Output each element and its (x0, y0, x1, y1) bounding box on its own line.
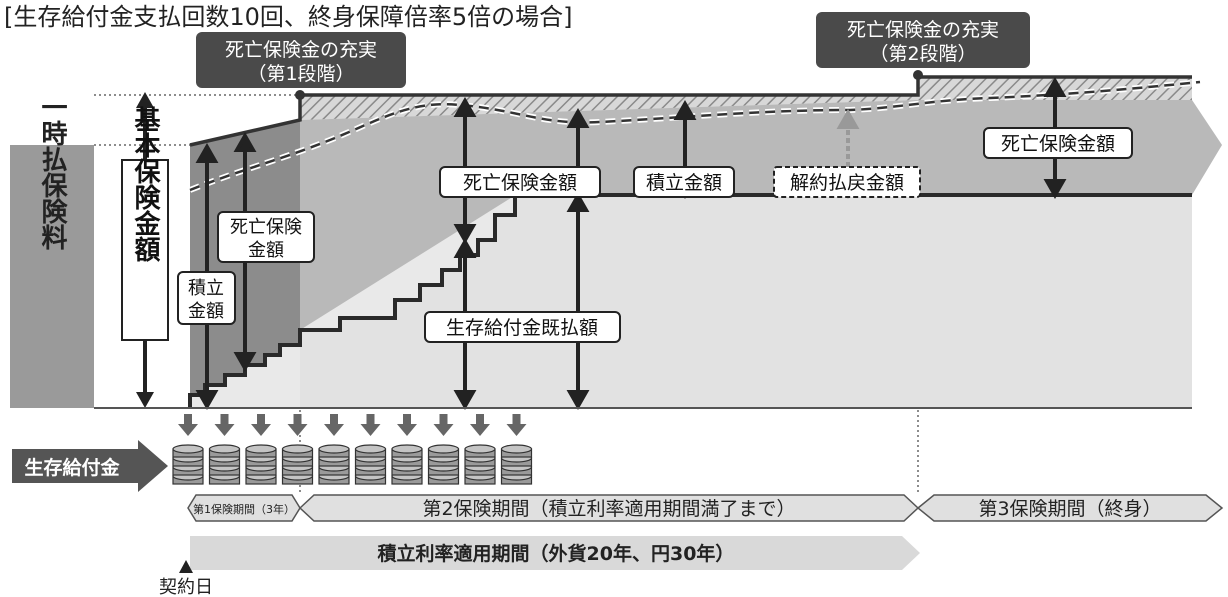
death-benefit-line (189, 75, 1192, 147)
rate-period-bar (190, 536, 920, 570)
payment-arrow-icon (397, 414, 417, 436)
coin-stack-icon (208, 444, 241, 485)
accumulation-small-box (177, 271, 236, 325)
stage1-line2: （第1段階） (247, 63, 354, 85)
death-benefit-small-line1: 死亡保険 (230, 217, 302, 238)
payment-arrow-icon (470, 414, 490, 436)
payment-arrow-icon (433, 414, 454, 436)
base-amount-label: 基本保険金額 (130, 106, 161, 263)
survival-benefit-payment (464, 414, 496, 485)
survival-benefit-label: 生存給付金 (24, 456, 120, 479)
surrender-value-box (773, 166, 921, 198)
survival-benefit-payment (245, 414, 277, 485)
survival-benefit-tag (12, 440, 168, 492)
period-second-label: 第2保険期間（積立利率適用期間満了まで） (422, 498, 795, 520)
contract-date-marker (179, 560, 193, 573)
payment-arrow-icon (287, 414, 308, 436)
stage1-line1: 死亡保険金の充実 (225, 39, 377, 61)
payment-arrow-icon (214, 414, 235, 436)
stage1-point (295, 90, 305, 100)
accumulation-small-line2: 金額 (188, 301, 224, 322)
survival-benefit-payment (172, 414, 204, 485)
accumulation-small-line1: 積立 (188, 278, 224, 299)
survival-benefit-payment (391, 414, 423, 485)
stage2-line1: 死亡保険金の充実 (847, 19, 999, 41)
death-benefit-small-box (217, 211, 315, 263)
surrender-value-curve (189, 80, 1201, 192)
stage2-point (913, 70, 923, 80)
coin-stack-icon (318, 444, 350, 485)
surrender-value-label: 解約払戻金額 (790, 172, 904, 194)
diagram-title: [生存給付金支払回数10回、終身保障倍率5倍の場合] (4, 3, 573, 31)
payment-arrow-icon (506, 414, 527, 436)
payment-arrow-icon (178, 414, 198, 436)
paid-survival-box (424, 311, 621, 343)
coin-stack-icon (427, 444, 460, 485)
survival-benefit-payment (208, 414, 241, 485)
survival-benefit-payment (427, 414, 460, 485)
premium-box (10, 145, 94, 408)
paid-survival-area (300, 195, 1192, 408)
paid-survival-staircase-line (188, 193, 1192, 408)
death-benefit-small-line2: 金額 (248, 240, 284, 261)
survival-benefit-payment (354, 414, 387, 485)
coin-stack-icon (500, 444, 533, 485)
coin-stack-icon (391, 444, 423, 485)
period-third (916, 494, 1224, 522)
stage2-line2: （第2段階） (869, 43, 976, 65)
coin-stack-icon (245, 444, 277, 485)
death-benefit-right-label: 死亡保険金額 (1001, 133, 1115, 155)
payment-arrow-icon (360, 414, 381, 436)
death-benefit-right-box (983, 127, 1133, 159)
payment-arrow-icon (251, 414, 271, 436)
hatched-strip (300, 77, 1192, 120)
death-benefit-mid-label: 死亡保険金額 (463, 172, 577, 194)
survival-benefit-payments (172, 414, 533, 485)
contract-date-label: 契約日 (159, 577, 213, 597)
survival-benefit-payment (281, 414, 314, 485)
stage2-callout (816, 12, 1030, 68)
coin-stack-icon (464, 444, 496, 485)
premium-label: 一時払保険料 (37, 94, 68, 250)
coin-stack-icon (172, 444, 204, 485)
stage1-callout (196, 32, 406, 88)
survival-benefit-payment (318, 414, 350, 485)
paid-survival-label: 生存給付金既払額 (446, 317, 598, 339)
period-third-label: 第3保険期間（終身） (978, 498, 1161, 520)
period-first-label: 第1保険期間（3年） (193, 502, 295, 516)
survival-benefit-payment (500, 414, 533, 485)
chart-areas (190, 77, 1222, 408)
coin-stack-icon (354, 444, 387, 485)
coin-stack-icon (281, 444, 314, 485)
base-amount-box (121, 159, 169, 341)
accumulation-box (633, 166, 735, 198)
rate-period-label: 積立利率適用期間（外貨20年、円30年） (378, 542, 735, 565)
accumulation-label: 積立金額 (646, 172, 722, 194)
death-benefit-mid-box (439, 166, 601, 198)
payment-arrow-icon (324, 414, 344, 436)
